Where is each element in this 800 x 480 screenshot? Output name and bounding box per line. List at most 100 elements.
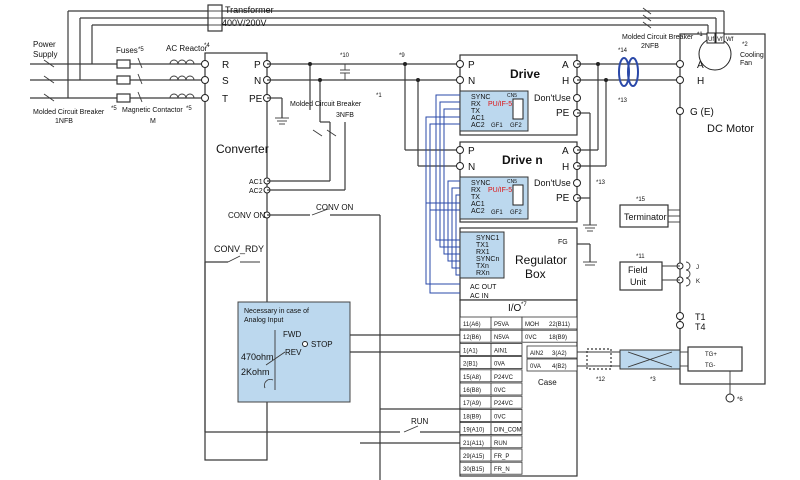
converter-conv-rdy: CONV_RDY <box>214 244 264 254</box>
drive-n-block: P N Drive n A H Don'tUse PE SYNC RX TX A… <box>456 141 581 223</box>
drive-1-rx: RX <box>471 101 481 108</box>
converter-N: N <box>254 76 261 87</box>
drive-1-PE: PE <box>556 108 570 119</box>
drive-1-ac2: AC2 <box>471 122 485 129</box>
rev-label: REV <box>285 348 302 357</box>
drive-n-tx: TX <box>471 194 480 201</box>
io-block: I/O *7 11(A6)P5VA12(B6)N5VA1(A1)AIN12(B1… <box>459 299 578 477</box>
io-signal: 0VA <box>494 362 505 368</box>
motor-H: H <box>697 76 704 87</box>
drive-1-tx: TX <box>471 108 480 115</box>
io-signal: 0VC <box>494 414 506 420</box>
motor-GE: G (E) <box>690 107 714 118</box>
conv-on-label: CONV ON <box>316 203 354 212</box>
control-wiring <box>204 208 460 480</box>
reg-fg: FG <box>558 239 568 246</box>
note-7: *7 <box>521 302 527 308</box>
io-signal: FR_P <box>494 454 509 460</box>
drive-1-A: A <box>562 60 569 71</box>
io-right-pin: 18(B9) <box>549 335 567 341</box>
r470-label: 470ohm <box>241 352 274 362</box>
mccb3-note: *1 <box>376 93 382 99</box>
regulator-title-1: Regulator <box>515 253 567 267</box>
mccb3-label: Molded Circuit Breaker <box>290 101 362 108</box>
drive-1-ac1: AC1 <box>471 115 485 122</box>
drive-n-PE: PE <box>556 193 570 204</box>
converter-AC1: AC1 <box>249 179 263 186</box>
mc-note: *5 <box>186 106 192 112</box>
io-pin: 15(A8) <box>463 375 481 381</box>
io-pin: 11(A6) <box>463 322 481 328</box>
aux-units: Terminator *15 Field Unit *11 <box>619 197 691 291</box>
io-signal: FR_N <box>494 467 510 473</box>
fwd-label: FWD <box>283 330 301 339</box>
reg-tx1: TX1 <box>476 242 489 249</box>
drive-n-pu: PU/IF-5 <box>488 187 512 194</box>
regulator-title-2: Box <box>525 267 546 281</box>
io-pin: 2(B1) <box>463 362 478 368</box>
io-pin: 17(A9) <box>463 401 481 407</box>
terminator-label: Terminator <box>624 212 667 222</box>
io-right-signal: MOH <box>525 322 539 328</box>
io-enc-signal: 0VA <box>530 364 541 370</box>
drive-n-gf1: GF1 <box>491 210 503 216</box>
motor-vf: Vf <box>717 37 723 43</box>
dc-motor-title: DC Motor <box>707 123 754 135</box>
mccb2-id: 2NFB <box>641 43 659 50</box>
tg-cable: TG+ TG- *12 *3 *6 <box>577 346 743 403</box>
io-signal: N5VA <box>494 335 509 341</box>
reg-rxn: RXn <box>476 270 490 277</box>
analog-note-2: Analog Input <box>244 317 283 324</box>
mccb3-id: 3NFB <box>336 112 354 119</box>
motor-T1: T1 <box>695 312 706 322</box>
io-pin: 18(B9) <box>463 414 481 420</box>
cooling-label-2: Fan <box>740 60 752 67</box>
io-enc-pin: 4(B2) <box>552 364 567 370</box>
drive-1-pu: PU/IF-5 <box>488 101 512 108</box>
mccb2-label: Molded Circuit Breaker <box>622 34 694 41</box>
mccb1-label: Molded Circuit Breaker <box>33 109 105 116</box>
drive-1-gf1: GF1 <box>491 123 503 129</box>
ac-reactor-label: AC Reactor <box>166 44 208 53</box>
field-unit-1: Field <box>628 265 648 275</box>
analog-note-1: Necessary in case of <box>244 308 309 315</box>
reg-ac-in: AC IN <box>470 293 489 300</box>
fuses-label: Fuses <box>116 46 138 55</box>
drive-n-gf2: GF2 <box>510 210 522 216</box>
run-label: RUN <box>411 417 429 426</box>
transformer-voltage: 400V/200V <box>222 18 267 28</box>
converter-R: R <box>222 60 229 71</box>
converter-block: R S T P N PE Converter AC1 AC2 CONV ON C… <box>201 52 271 461</box>
note-2: *2 <box>742 42 748 48</box>
motor-uf: Uf <box>708 37 714 43</box>
io-case: Case <box>538 378 557 387</box>
converter-PE: PE <box>249 94 263 105</box>
reg-sync1: SYNC1 <box>476 235 499 242</box>
drive-1-dontuse: Don'tUse <box>534 93 571 103</box>
fuse-t <box>116 93 131 103</box>
io-title: I/O <box>508 303 522 314</box>
motor-K: K <box>696 279 700 285</box>
drive-1-N: N <box>468 76 475 87</box>
io-enc-signal: AIN2 <box>530 351 544 357</box>
motor-J: J <box>696 265 699 271</box>
drive-n-cn5: CN5 <box>507 179 517 185</box>
reg-ac-out: AC OUT <box>470 284 497 291</box>
fuse-s <box>116 75 131 85</box>
mccb1-note: *5 <box>111 106 117 112</box>
note-15: *15 <box>636 197 646 203</box>
io-enc-pin: 3(A2) <box>552 351 567 357</box>
drive-n-title: Drive n <box>502 153 543 167</box>
note-11: *11 <box>636 254 645 260</box>
drive-1-sync: SYNC <box>471 94 490 101</box>
drive-1-P: P <box>468 60 475 71</box>
drive-n-N: N <box>468 162 475 173</box>
io-pin: 29(A15) <box>463 454 484 460</box>
field-unit-2: Unit <box>630 277 647 287</box>
drive-1-title: Drive <box>510 67 540 81</box>
note-12: *12 <box>596 377 606 383</box>
dc-bus <box>267 62 460 191</box>
annotations: Transformer 400V/200V Power Supply Fuses… <box>33 5 703 426</box>
io-right-pin: 22(B11) <box>549 322 570 328</box>
